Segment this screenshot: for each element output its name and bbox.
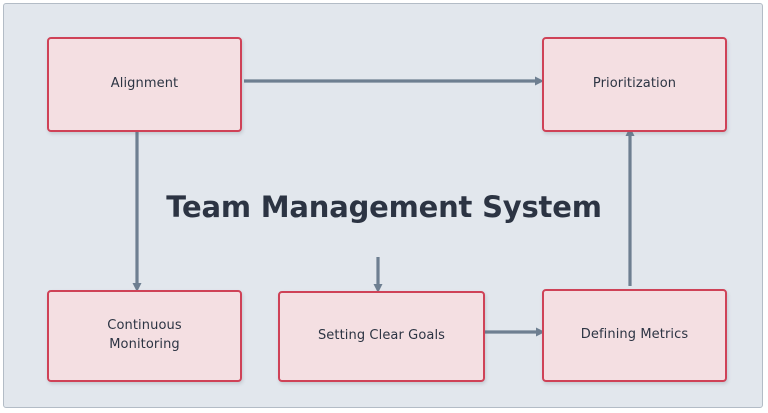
diagram-title-text: Team Management System bbox=[166, 190, 602, 224]
diagram-canvas: Team Management System Alignment Priorit… bbox=[3, 3, 763, 408]
node-alignment[interactable]: Alignment bbox=[47, 37, 242, 132]
node-prioritization-label: Prioritization bbox=[592, 76, 677, 92]
node-prioritization[interactable]: Prioritization bbox=[542, 37, 727, 132]
node-setting-clear-goals[interactable]: Setting Clear Goals bbox=[278, 291, 485, 382]
node-defining-metrics[interactable]: Defining Metrics bbox=[542, 289, 727, 382]
node-continuous-monitoring-label: Continuous Monitoring bbox=[107, 318, 182, 352]
node-setting-clear-goals-label: Setting Clear Goals bbox=[317, 328, 446, 344]
node-alignment-label: Alignment bbox=[110, 76, 179, 92]
diagram-title: Team Management System bbox=[4, 190, 762, 224]
node-defining-metrics-label: Defining Metrics bbox=[580, 327, 689, 343]
node-continuous-monitoring[interactable]: Continuous Monitoring bbox=[47, 290, 242, 382]
